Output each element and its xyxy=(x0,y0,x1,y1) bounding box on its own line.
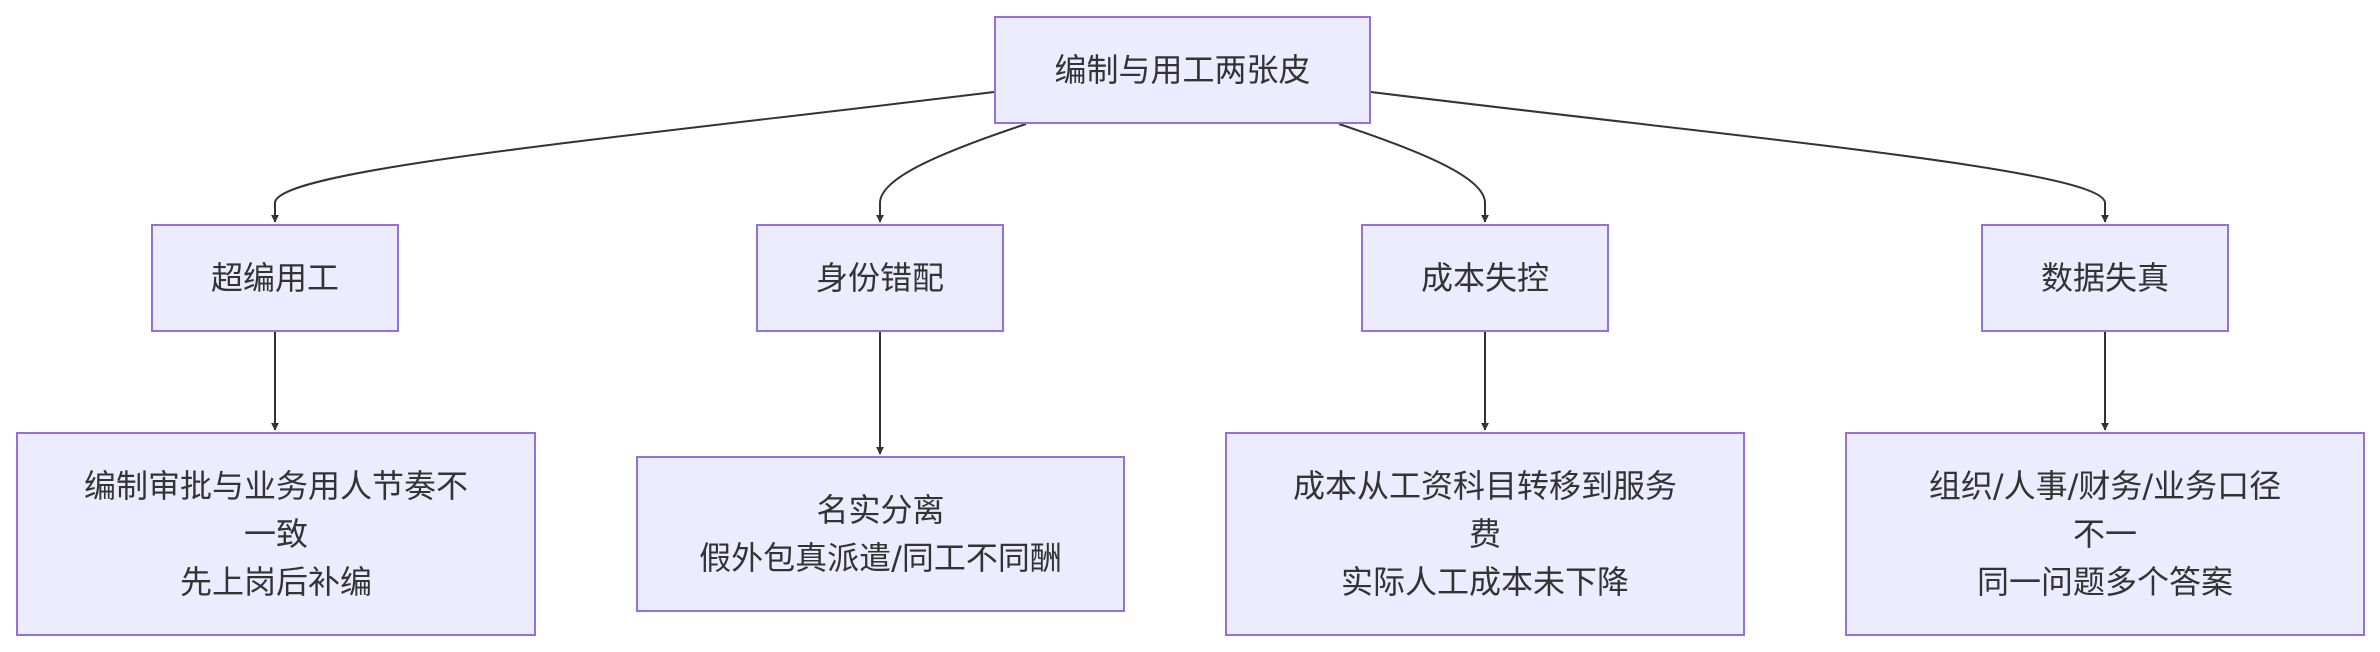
issue-node-data-distortion: 数据失真 xyxy=(1981,224,2229,332)
detail-line: 费 xyxy=(1468,515,1501,553)
edge-root-to-data-distortion xyxy=(1370,91,2109,223)
issue-node-label: 数据失真 xyxy=(2040,259,2169,297)
detail-line: 先上岗后补编 xyxy=(179,563,372,601)
detail-line: 不一 xyxy=(2072,515,2137,553)
detail-node-overstaffing: 编制审批与业务用人节奏不 一致 先上岗后补编 xyxy=(16,432,536,636)
detail-line: 假外包真派遣/同工不同酬 xyxy=(699,539,1062,577)
detail-node-cost-out-of-control: 成本从工资科目转移到服务 费 实际人工成本未下降 xyxy=(1225,432,1745,636)
detail-line: 实际人工成本未下降 xyxy=(1340,563,1629,601)
root-node: 编制与用工两张皮 xyxy=(994,16,1371,124)
edge-root-to-identity-mismatch xyxy=(876,123,1027,223)
issue-node-label: 身份错配 xyxy=(815,259,944,297)
issue-node-cost-out-of-control: 成本失控 xyxy=(1361,224,1609,332)
root-node-label: 编制与用工两张皮 xyxy=(1054,51,1311,89)
issue-node-label: 超编用工 xyxy=(210,259,339,297)
issue-node-label: 成本失控 xyxy=(1420,259,1549,297)
detail-line: 组织/人事/财务/业务口径 xyxy=(1928,467,2282,505)
detail-line: 名实分离 xyxy=(816,491,945,529)
detail-line: 成本从工资科目转移到服务 xyxy=(1292,467,1677,505)
detail-line: 一致 xyxy=(243,515,308,553)
detail-line: 同一问题多个答案 xyxy=(1976,563,2233,601)
issue-node-identity-mismatch: 身份错配 xyxy=(756,224,1004,332)
edge-root-to-cost-out-of-control xyxy=(1338,123,1489,223)
edge-root-to-overstaffing xyxy=(271,91,995,223)
detail-node-data-distortion: 组织/人事/财务/业务口径 不一 同一问题多个答案 xyxy=(1845,432,2365,636)
detail-node-identity-mismatch: 名实分离 假外包真派遣/同工不同酬 xyxy=(636,456,1125,612)
detail-line: 编制审批与业务用人节奏不 xyxy=(83,467,468,505)
issue-node-overstaffing: 超编用工 xyxy=(151,224,399,332)
